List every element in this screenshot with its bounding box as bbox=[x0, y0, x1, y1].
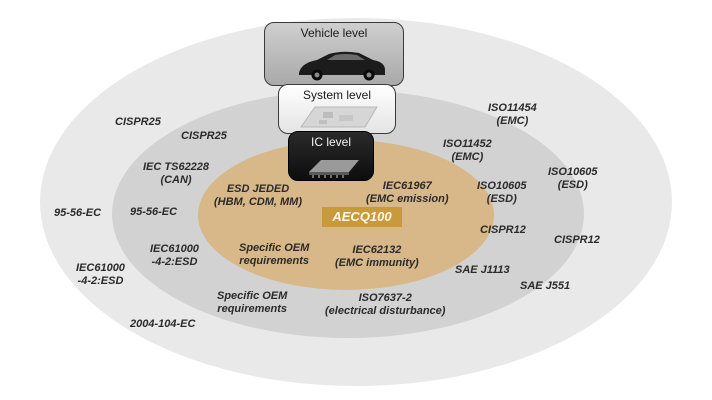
label-cispr25-outer: CISPR25 bbox=[115, 116, 161, 128]
label-line: IEC62132 bbox=[352, 244, 402, 256]
label-sae-j1113: SAE J1113 bbox=[455, 264, 510, 276]
label-sae-j551: SAE J551 bbox=[520, 280, 571, 292]
label-iec-ts62228: IEC TS62228 (CAN) bbox=[143, 161, 209, 187]
label-line: requirements bbox=[217, 303, 287, 315]
system-level-card: System level bbox=[278, 84, 396, 134]
label-line: requirements bbox=[239, 255, 309, 267]
label-iec61000-outer: IEC61000 -4-2:ESD bbox=[76, 262, 125, 288]
label-line: (EMC) bbox=[451, 151, 484, 163]
label-iso11452: ISO11452 (EMC) bbox=[443, 138, 492, 164]
label-line: IEC61000 bbox=[150, 243, 199, 255]
label-line: Specific OEM bbox=[239, 242, 310, 254]
label-iec61000-mid: IEC61000 -4-2:ESD bbox=[150, 243, 199, 269]
label-line: ISO10605 bbox=[477, 180, 527, 192]
label-iso10605-mid: ISO10605 (ESD) bbox=[477, 180, 527, 206]
label-line: -4-2:ESD bbox=[77, 275, 124, 287]
label-iec61967: IEC61967 (EMC emission) bbox=[366, 180, 449, 206]
car-icon bbox=[299, 51, 385, 81]
label-iso10605-outer: ISO10605 (ESD) bbox=[548, 166, 598, 192]
label-line: IEC TS62228 bbox=[143, 161, 210, 173]
label-95-56-ec-outer: 95-56-EC bbox=[54, 207, 102, 219]
vehicle-level-card: Vehicle level bbox=[264, 22, 404, 86]
label-line: -4-2:ESD bbox=[151, 256, 198, 268]
label-cispr12-outer: CISPR12 bbox=[554, 234, 600, 246]
label-line: ISO11454 bbox=[488, 102, 537, 114]
label-iec62132: IEC62132 (EMC immunity) bbox=[335, 244, 419, 270]
label-line: (EMC emission) bbox=[366, 193, 449, 205]
circuit-board-icon bbox=[300, 106, 378, 128]
label-line: Specific OEM bbox=[217, 290, 288, 302]
chip-icon bbox=[309, 160, 359, 178]
label-line: (EMC immunity) bbox=[335, 257, 419, 269]
label-line: (ESD) bbox=[486, 193, 517, 205]
vehicle-level-title: Vehicle level bbox=[300, 26, 368, 40]
label-line: IEC61967 bbox=[382, 180, 432, 192]
label-line: (electrical disturbance) bbox=[325, 305, 446, 317]
label-line: (ESD) bbox=[557, 179, 588, 191]
label-line: (HBM, CDM, MM) bbox=[214, 196, 302, 208]
label-iso7637-2: ISO7637-2 (electrical disturbance) bbox=[325, 292, 445, 318]
label-line: IEC61000 bbox=[76, 262, 125, 274]
label-line: ISO11452 bbox=[443, 138, 492, 150]
aecq100-badge: AECQ100 bbox=[322, 207, 402, 227]
ic-level-card: IC level bbox=[288, 131, 374, 181]
label-line: ISO10605 bbox=[548, 166, 598, 178]
label-oem-mid: Specific OEM requirements bbox=[217, 290, 287, 316]
label-oem-inner: Specific OEM requirements bbox=[239, 242, 309, 268]
label-cispr12-mid: CISPR12 bbox=[480, 224, 526, 236]
ic-level-title: IC level bbox=[310, 135, 351, 149]
label-line: ESD JEDED bbox=[226, 183, 290, 195]
label-line: (CAN) bbox=[160, 174, 192, 186]
label-iso11454: ISO11454 (EMC) bbox=[488, 102, 537, 128]
label-95-56-ec-mid: 95-56-EC bbox=[130, 206, 178, 218]
label-esd-jeded: ESD JEDED (HBM, CDM, MM) bbox=[214, 183, 302, 209]
system-level-title: System level bbox=[302, 88, 372, 102]
label-line: (EMC) bbox=[496, 115, 529, 127]
label-2004-104-ec: 2004-104-EC bbox=[130, 318, 196, 330]
label-line: ISO7637-2 bbox=[358, 292, 412, 304]
label-cispr25-mid: CISPR25 bbox=[181, 130, 227, 142]
